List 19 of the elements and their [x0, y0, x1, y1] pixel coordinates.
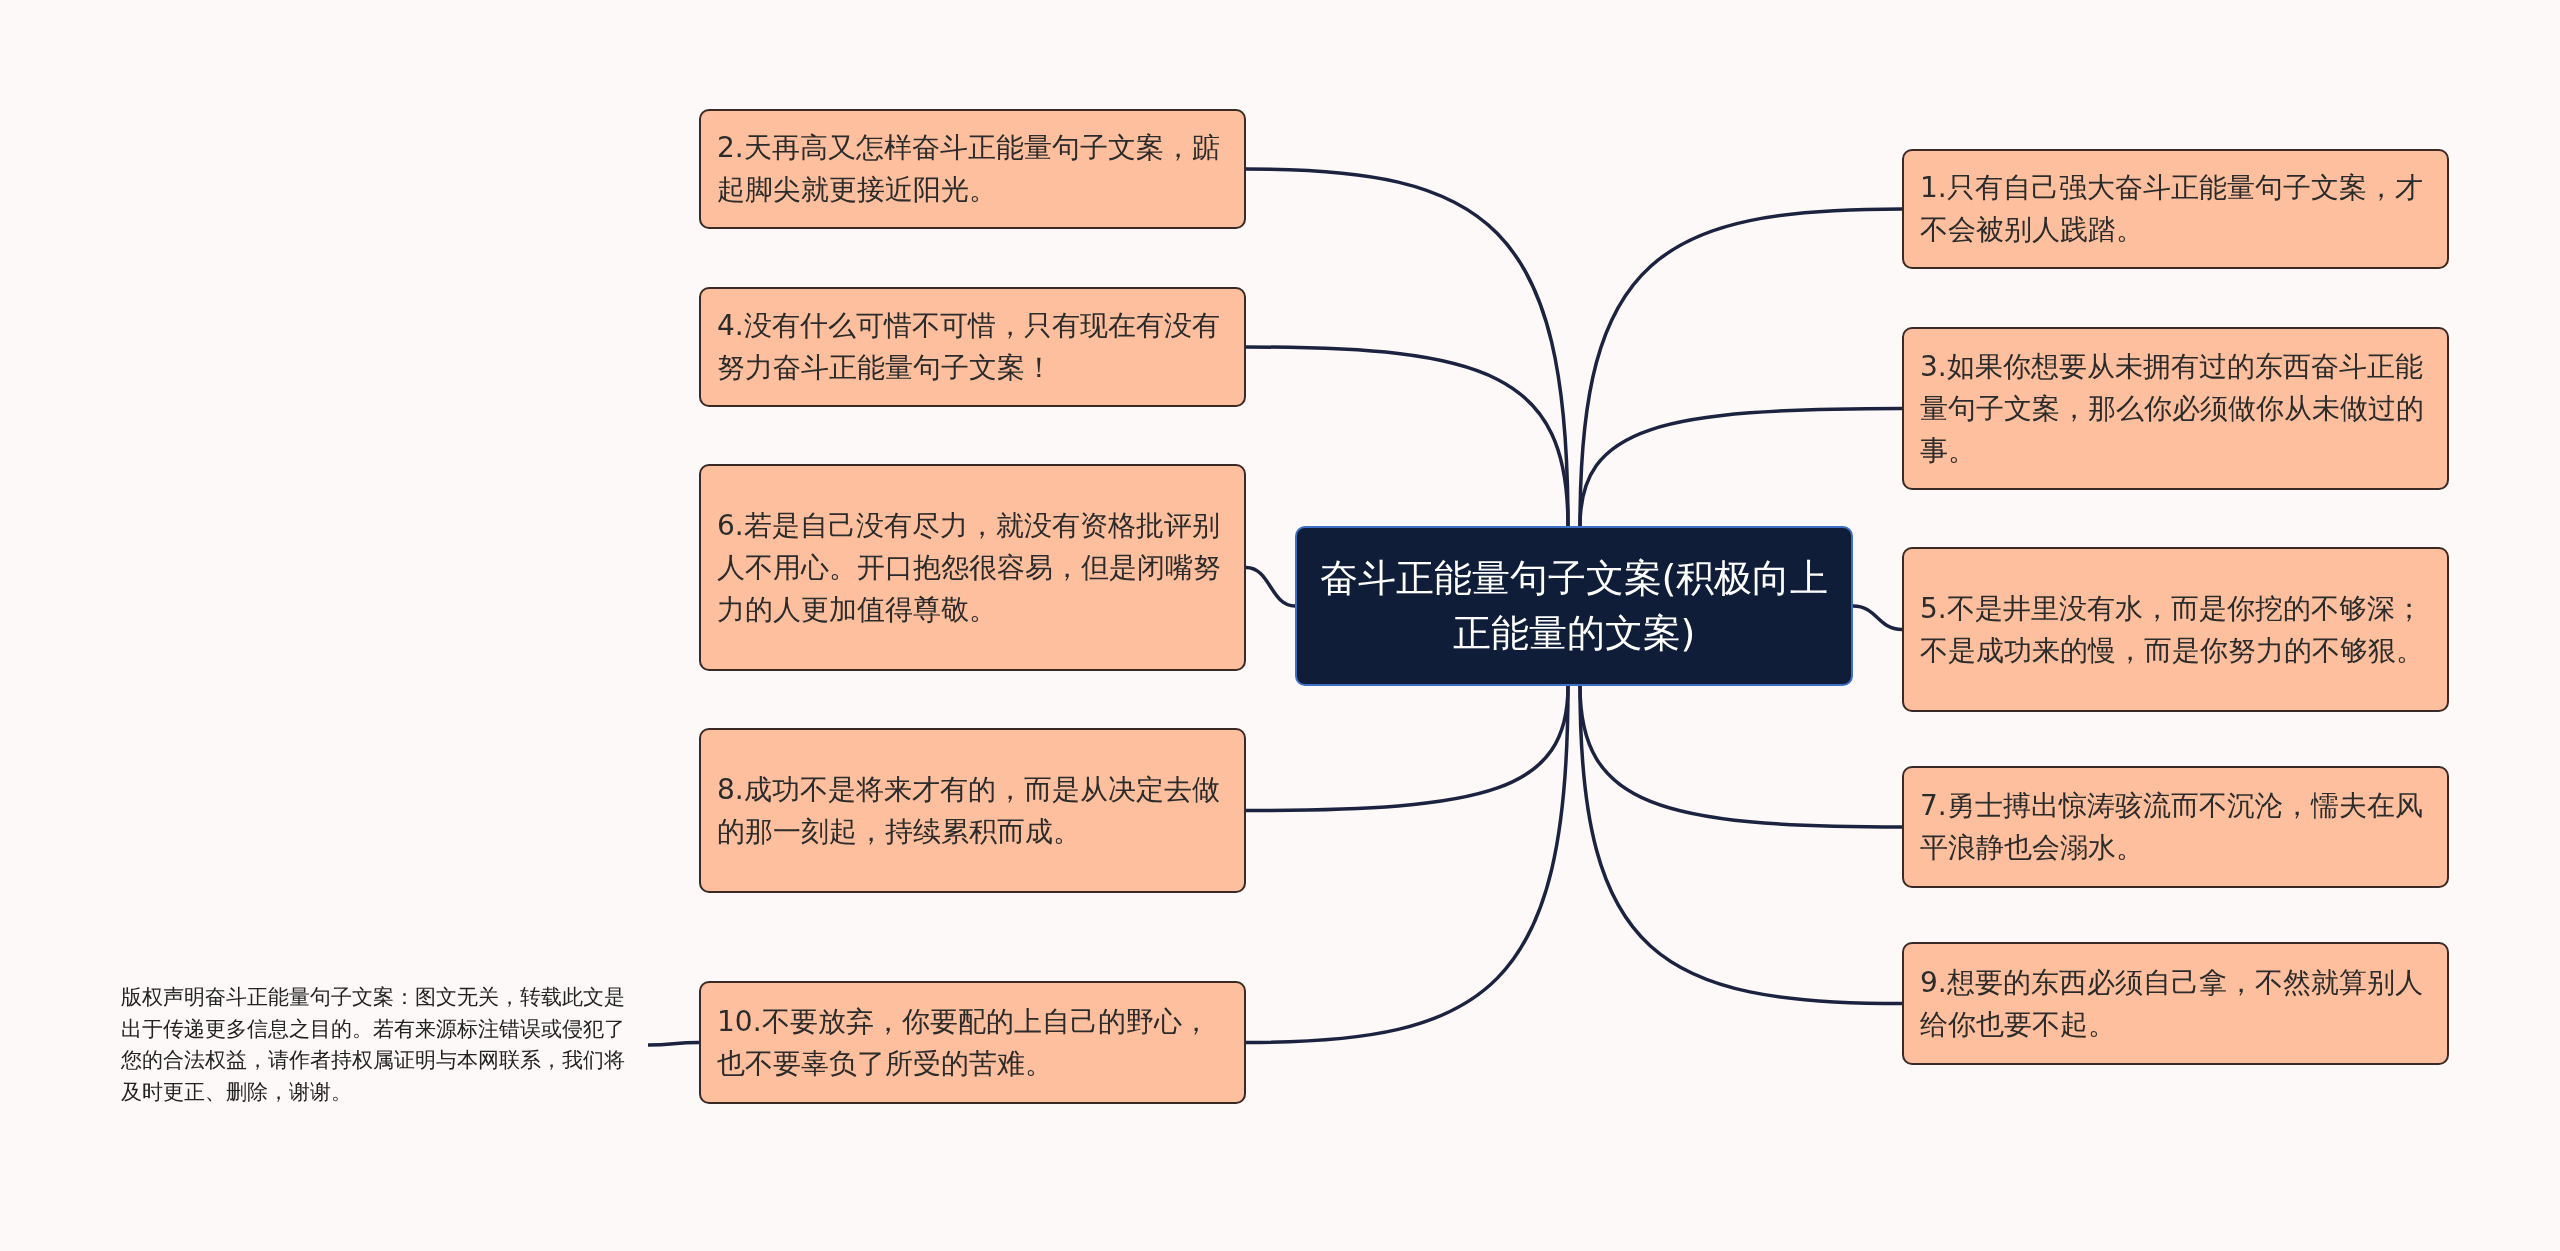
- topic-box: 7.勇士搏出惊涛骇流而不沉沦，懦夫在风平浪静也会溺水。: [1902, 766, 2449, 888]
- connector-line: [1578, 685, 1903, 1006]
- copyright-note: 版权声明奋斗正能量句子文案：图文无关，转载此文是出于传递更多信息之目的。若有来源标注错误或侵犯了您的合法权益，请作者持权属证明与本网联系，我们将及时更正、删除，谢谢。: [111, 960, 648, 1130]
- topic-box: 6.若是自己没有尽力，就没有资格批评别人不用心。开口抱怨很容易，但是闭嘴努力的人更加值得尊敬。: [699, 464, 1246, 671]
- topic-box: 2.天再高又怎样奋斗正能量句子文案，踮起脚尖就更接近阳光。: [699, 109, 1246, 229]
- topic-box: 3.如果你想要从未拥有过的东西奋斗正能量句子文案，那么你必须做你从未做过的事。: [1902, 327, 2449, 490]
- central-topic-box: 奋斗正能量句子文案(积极向上正能量的文案): [1295, 526, 1853, 686]
- connector-line: [1578, 406, 1902, 527]
- topic-box: 8.成功不是将来才有的，而是从决定去做的那一刻起，持续累积而成。: [699, 728, 1246, 893]
- topic-box: 4.没有什么可惜不可惜，只有现在有没有努力奋斗正能量句子文案！: [699, 287, 1246, 407]
- topic-box: 10.不要放弃，你要配的上自己的野心，也不要辜负了所受的苦难。: [699, 981, 1246, 1104]
- topic-box: 9.想要的东西必须自己拿，不然就算别人给你也要不起。: [1902, 942, 2449, 1065]
- connector-line: [1245, 565, 1296, 608]
- connector-line: [1245, 685, 1570, 1045]
- topic-box: 5.不是井里没有水，而是你挖的不够深；不是成功来的慢，而是你努力的不够狠。: [1902, 547, 2449, 712]
- connector-line: [648, 1040, 699, 1047]
- connector-line: [1852, 604, 1903, 632]
- topic-box: 1.只有自己强大奋斗正能量句子文案，才不会被别人践踏。: [1902, 149, 2449, 269]
- connector-line: [1246, 345, 1570, 527]
